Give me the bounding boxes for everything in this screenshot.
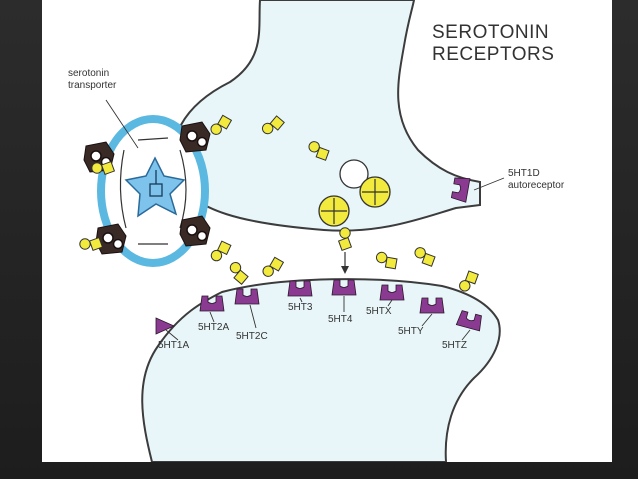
postsynaptic-terminal (141, 278, 501, 462)
receptor-label-5ht2c: 5HT2C (236, 331, 268, 342)
serotonin-molecule-icon (338, 227, 352, 251)
serotonin-molecule-icon (411, 244, 439, 270)
serotonin-molecule-icon (259, 254, 287, 280)
serotonin-molecule-icon (207, 238, 234, 265)
title-line-2: RECEPTORS (432, 44, 555, 65)
transporter-protein-icon (95, 223, 127, 255)
diagram-title: SEROTONIN RECEPTORS (432, 22, 612, 66)
transporter-label: serotonin transporter (68, 68, 117, 91)
transporter-protein-icon (179, 121, 211, 153)
presynaptic-terminal (172, 0, 481, 232)
receptor-label-5ht3: 5HT3 (288, 302, 313, 313)
serotonin-molecule-icon (226, 259, 251, 287)
serotonin-molecule-icon (373, 248, 401, 273)
receptor-label-5ht4: 5HT4 (328, 314, 353, 325)
synapse-diagram (79, 0, 505, 462)
vesicle-empty (339, 159, 369, 189)
vesicle-filled (359, 176, 391, 208)
receptor-label-5hty: 5HTY (398, 326, 424, 337)
receptor-label-5htz: 5HTZ (442, 340, 467, 351)
vesicle-filled (318, 195, 350, 227)
receptor-label-5ht1a: 5HT1A (158, 340, 190, 351)
serotonin-molecule-icon (456, 267, 482, 295)
diagram-panel: SEROTONIN RECEPTORS serotonin transporte… (42, 0, 612, 462)
receptor-label-5ht2a: 5HT2A (198, 322, 230, 333)
mao-enzyme-icon (124, 156, 186, 218)
receptor-label-5htx: 5HTX (366, 306, 392, 317)
receptor-5ht1a-icon (155, 317, 175, 335)
autoreceptor-label: 5HT1D autoreceptor (508, 168, 565, 191)
title-line-1: SEROTONIN (432, 22, 550, 43)
transporter-protein-icon (179, 215, 211, 247)
serotonin-molecule-icon (79, 237, 103, 251)
